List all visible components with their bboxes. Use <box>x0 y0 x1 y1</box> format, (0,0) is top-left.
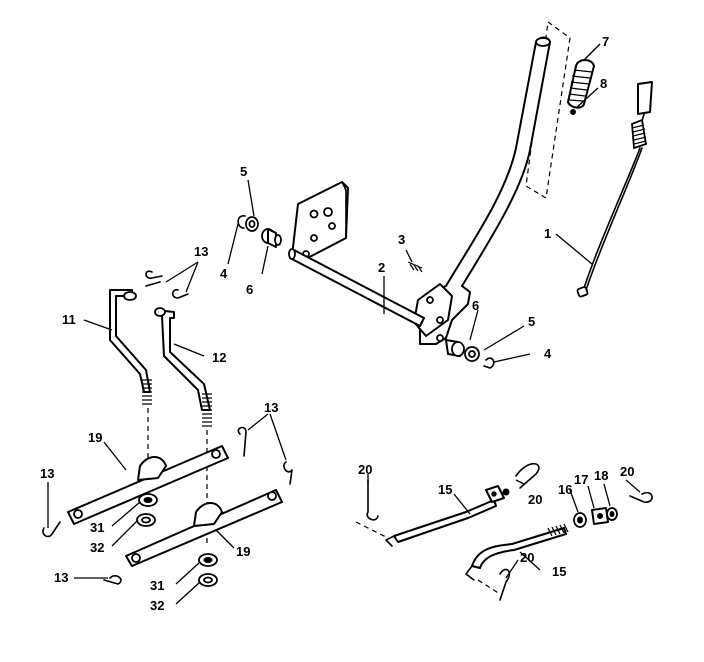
lift-link-left <box>109 289 152 405</box>
washer-16 <box>573 512 587 528</box>
leader-lines <box>47 43 641 605</box>
nut-18 <box>606 507 618 521</box>
cotter-pin <box>171 288 189 299</box>
front-link-upper <box>355 485 510 547</box>
height-adjust-rod <box>576 81 653 298</box>
callout-4: 4 <box>544 346 552 361</box>
lift-handle-assembly <box>413 20 571 345</box>
bushing-right <box>445 339 465 357</box>
handle-grip-outline <box>525 20 571 199</box>
callout-12: 12 <box>212 350 226 365</box>
cotter-pin <box>283 461 293 485</box>
retainer-clip-right <box>483 357 495 369</box>
lift-arm-lower <box>125 489 283 567</box>
cotter-pin <box>42 521 61 538</box>
callout-31: 31 <box>150 578 164 593</box>
cross-shaft <box>288 248 425 327</box>
callout-20: 20 <box>358 462 372 477</box>
clevis-pin <box>366 479 379 521</box>
washer-left <box>245 216 259 232</box>
handle-grip <box>567 59 595 109</box>
hair-clip <box>515 462 540 489</box>
mounting-plate <box>291 181 349 263</box>
nut <box>198 573 218 587</box>
grip-ferrule <box>570 109 576 115</box>
callout-11: 11 <box>62 312 76 327</box>
callout-18: 18 <box>594 468 608 483</box>
callout-31: 31 <box>90 520 104 535</box>
bracket-hole <box>436 316 444 324</box>
callout-15: 15 <box>438 482 452 497</box>
callout-4: 4 <box>220 266 228 281</box>
callout-19: 19 <box>236 544 250 559</box>
callout-5: 5 <box>240 164 247 179</box>
nut <box>136 513 156 527</box>
callout-3: 3 <box>398 232 405 247</box>
callout-32: 32 <box>90 540 104 555</box>
callout-20: 20 <box>620 464 634 479</box>
callout-16: 16 <box>558 482 572 497</box>
bushing-left <box>261 228 282 248</box>
bolt <box>407 261 423 273</box>
callout-1: 1 <box>544 226 551 241</box>
callout-13: 13 <box>264 400 278 415</box>
lift-arm-upper <box>67 445 229 525</box>
clevis-pin <box>499 568 511 601</box>
callout-15: 15 <box>552 564 566 579</box>
washer <box>198 553 218 567</box>
cotter-pin <box>237 426 247 457</box>
callout-5: 5 <box>528 314 535 329</box>
callout-13: 13 <box>54 570 68 585</box>
callout-20: 20 <box>528 492 542 507</box>
cotter-pin <box>103 575 122 585</box>
callout-13: 13 <box>40 466 54 481</box>
callout-17: 17 <box>574 472 588 487</box>
callout-32: 32 <box>150 598 164 613</box>
callout-6: 6 <box>246 282 253 297</box>
callout-6: 6 <box>472 298 479 313</box>
ferrule-17 <box>591 507 609 525</box>
cotter-pin <box>145 270 163 287</box>
bracket-hole <box>436 334 444 342</box>
front-link-lower <box>465 523 569 595</box>
callout-7: 7 <box>602 34 609 49</box>
lift-link-right <box>154 307 212 427</box>
callout-20: 20 <box>520 550 534 565</box>
washer-right <box>464 346 480 362</box>
washer <box>138 493 158 507</box>
handle-top-end <box>535 37 551 47</box>
callout-8: 8 <box>600 76 607 91</box>
callout-labels: 1 2 3 4 4 5 5 6 6 7 8 11 12 13 13 13 13 … <box>40 34 634 613</box>
retainer-clip-left <box>237 215 246 229</box>
callout-19: 19 <box>88 430 102 445</box>
bracket-hole <box>426 296 434 304</box>
hair-clip <box>629 491 653 503</box>
callout-2: 2 <box>378 260 385 275</box>
callout-13: 13 <box>194 244 208 259</box>
